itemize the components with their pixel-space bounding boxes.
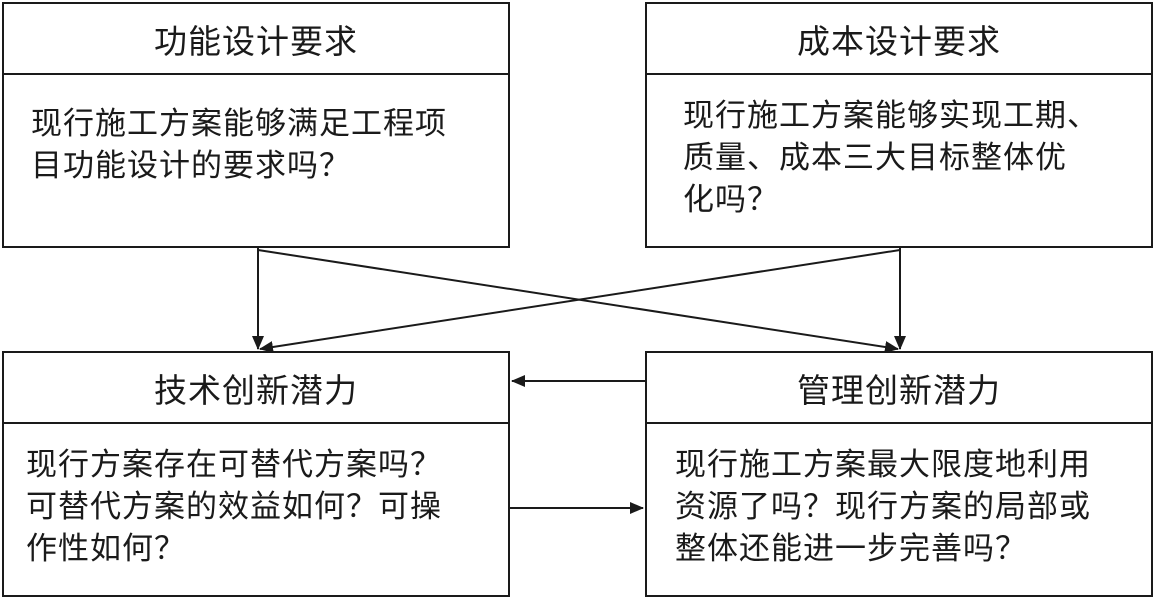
cost-design-title: 成本设计要求 <box>647 4 1151 75</box>
management-innovation-line: 现行施工方案最大限度地利用 <box>675 447 1091 483</box>
management-innovation-body: 现行施工方案最大限度地利用 资源了吗？现行方案的局部或 整体还能进一步完善吗？ <box>647 422 1151 595</box>
management-innovation-line: 整体还能进一步完善吗？ <box>675 531 1027 567</box>
tech-innovation-body: 现行方案存在可替代方案吗？ 可替代方案的效益如何？可操 作性如何？ <box>4 422 508 595</box>
tech-innovation-line: 可替代方案的效益如何？可操 <box>26 489 442 525</box>
function-design-title: 功能设计要求 <box>4 4 508 75</box>
tech-innovation-line: 作性如何？ <box>26 531 186 567</box>
cost-design-line: 质量、成本三大目标整体优 <box>683 140 1067 176</box>
management-innovation-box: 管理创新潜力 现行施工方案最大限度地利用 资源了吗？现行方案的局部或 整体还能进… <box>645 351 1153 597</box>
management-innovation-line: 资源了吗？现行方案的局部或 <box>675 489 1091 525</box>
function-design-box: 功能设计要求 现行施工方案能够满足工程项 目功能设计的要求吗？ <box>2 2 510 248</box>
arrow-cost-to-tech <box>259 249 901 353</box>
cost-design-line: 现行施工方案能够实现工期、 <box>683 98 1099 134</box>
cost-design-box: 成本设计要求 现行施工方案能够实现工期、 质量、成本三大目标整体优 化吗？ <box>645 2 1153 248</box>
cost-design-body: 现行施工方案能够实现工期、 质量、成本三大目标整体优 化吗？ <box>647 73 1151 246</box>
function-design-line: 目功能设计的要求吗？ <box>31 148 351 184</box>
tech-innovation-title: 技术创新潜力 <box>4 353 508 424</box>
management-innovation-title: 管理创新潜力 <box>647 353 1151 424</box>
tech-innovation-line: 现行方案存在可替代方案吗？ <box>26 447 442 483</box>
tech-innovation-box: 技术创新潜力 现行方案存在可替代方案吗？ 可替代方案的效益如何？可操 作性如何？ <box>2 351 510 597</box>
cost-design-line: 化吗？ <box>683 182 779 218</box>
function-design-line: 现行施工方案能够满足工程项 <box>31 106 447 142</box>
function-design-body: 现行施工方案能够满足工程项 目功能设计的要求吗？ <box>4 73 508 246</box>
